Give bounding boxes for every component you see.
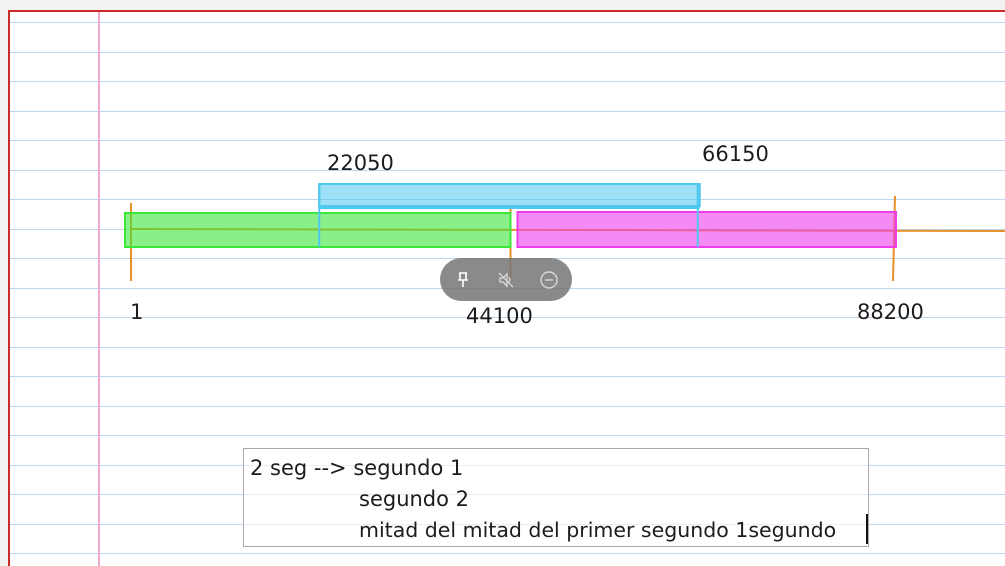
page-border-top	[8, 10, 1005, 12]
ruled-line	[10, 553, 1005, 554]
ruled-line	[10, 81, 1005, 82]
tick-label-1: 1	[130, 300, 144, 324]
window-frame-top	[0, 0, 1005, 12]
page-border-left	[8, 10, 10, 566]
ruled-line	[10, 111, 1005, 112]
margin-line	[98, 12, 100, 566]
note-line-1: 2 seg --> segundo 1	[250, 456, 464, 480]
upper-label-66150: 66150	[702, 142, 769, 166]
tick-label-44100: 44100	[466, 304, 533, 328]
ruled-line	[10, 22, 1005, 23]
ruled-line	[10, 347, 1005, 348]
pin-button[interactable]	[450, 267, 476, 293]
ruled-line	[10, 170, 1005, 171]
text-caret	[866, 514, 868, 544]
segment-bar-22050-66150	[318, 183, 701, 207]
pin-icon	[458, 272, 468, 287]
segment-bar-1-44100	[124, 212, 512, 248]
segment-bar-44100-88200	[516, 211, 897, 248]
mute-icon	[498, 272, 514, 288]
note-line-3: mitad del mitad del primer segundo 1segu…	[359, 518, 837, 542]
ruled-line	[10, 52, 1005, 53]
minus-circle-icon	[540, 271, 558, 289]
ruled-line	[10, 406, 1005, 407]
note-line-2: segundo 2	[359, 487, 470, 511]
ruled-line	[10, 376, 1005, 377]
floating-toolbar	[440, 258, 572, 301]
window-frame-left	[0, 0, 8, 566]
remove-button[interactable]	[536, 267, 562, 293]
note-textbox[interactable]: 2 seg --> segundo 1 segundo 2 mitad del …	[243, 448, 869, 547]
tick-label-88200: 88200	[857, 300, 924, 324]
ruled-line	[10, 140, 1005, 141]
mute-button[interactable]	[493, 267, 519, 293]
ruled-line	[10, 317, 1005, 318]
upper-label-22050: 22050	[327, 151, 394, 175]
ruled-line	[10, 435, 1005, 436]
